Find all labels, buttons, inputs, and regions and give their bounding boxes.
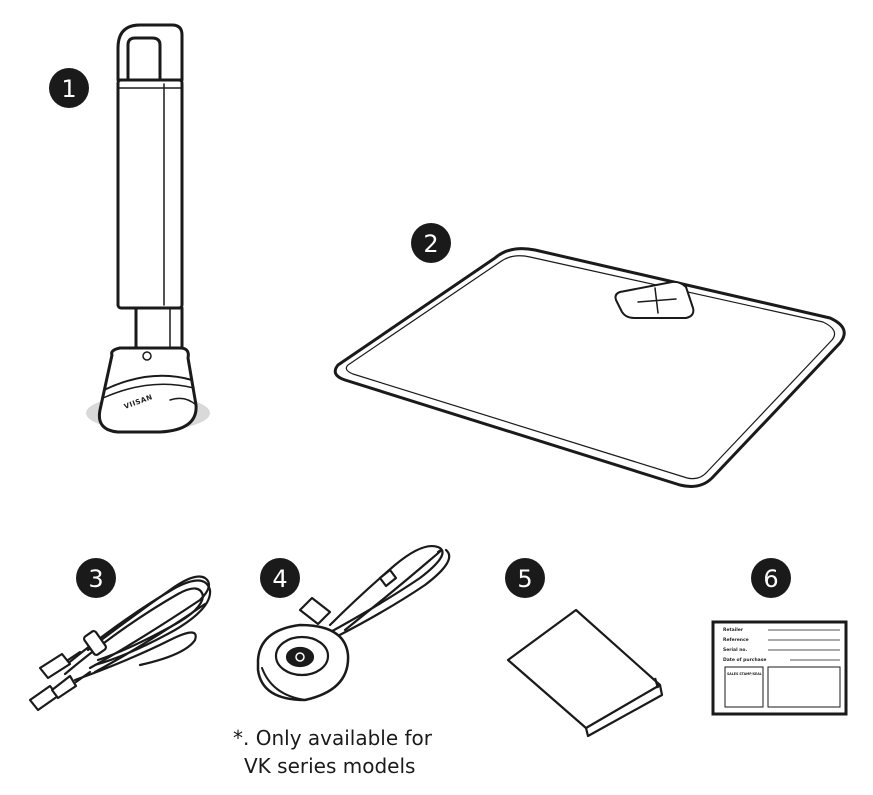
warranty-card-illustration: Retailer Reference Serial no. Date of pu… xyxy=(711,620,848,716)
item-number-1: 1 xyxy=(61,75,76,103)
item-badge-4: 4 xyxy=(260,558,300,598)
mat-plus-button-shape xyxy=(614,280,695,319)
item-badge-1: 1 xyxy=(49,68,89,108)
item-badge-2: 2 xyxy=(411,223,451,263)
item-number-4: 4 xyxy=(272,565,287,593)
card-field-serial: Serial no. xyxy=(723,647,747,653)
document-camera-illustration xyxy=(86,23,210,434)
card-field-date: Date of purchase xyxy=(723,657,766,663)
item-number-2: 2 xyxy=(423,230,438,258)
item-number-6: 6 xyxy=(763,565,778,593)
availability-note-line-1: *. Only available for xyxy=(233,726,433,750)
card-field-reference: Reference xyxy=(723,637,749,643)
user-manual-illustration xyxy=(506,608,664,738)
document-mat-illustration xyxy=(333,247,846,488)
item-badge-5: 5 xyxy=(505,558,545,598)
item-badge-6: 6 xyxy=(751,558,791,598)
remote-press-button xyxy=(285,646,315,668)
item-badge-3: 3 xyxy=(76,558,116,598)
brand-logo-icon xyxy=(142,351,152,361)
item-number-3: 3 xyxy=(88,565,103,593)
camera-icon xyxy=(295,652,305,662)
usb-connector-icon xyxy=(298,596,332,626)
item-number-5: 5 xyxy=(517,565,532,593)
remote-button-illustration xyxy=(256,544,451,702)
availability-note-line-2: VK series models xyxy=(244,754,415,778)
card-stamp-label: SALES STAMP/SEAL xyxy=(727,672,762,676)
usb-cable-illustration xyxy=(28,575,212,712)
card-field-retailer: Retailer xyxy=(723,627,744,633)
